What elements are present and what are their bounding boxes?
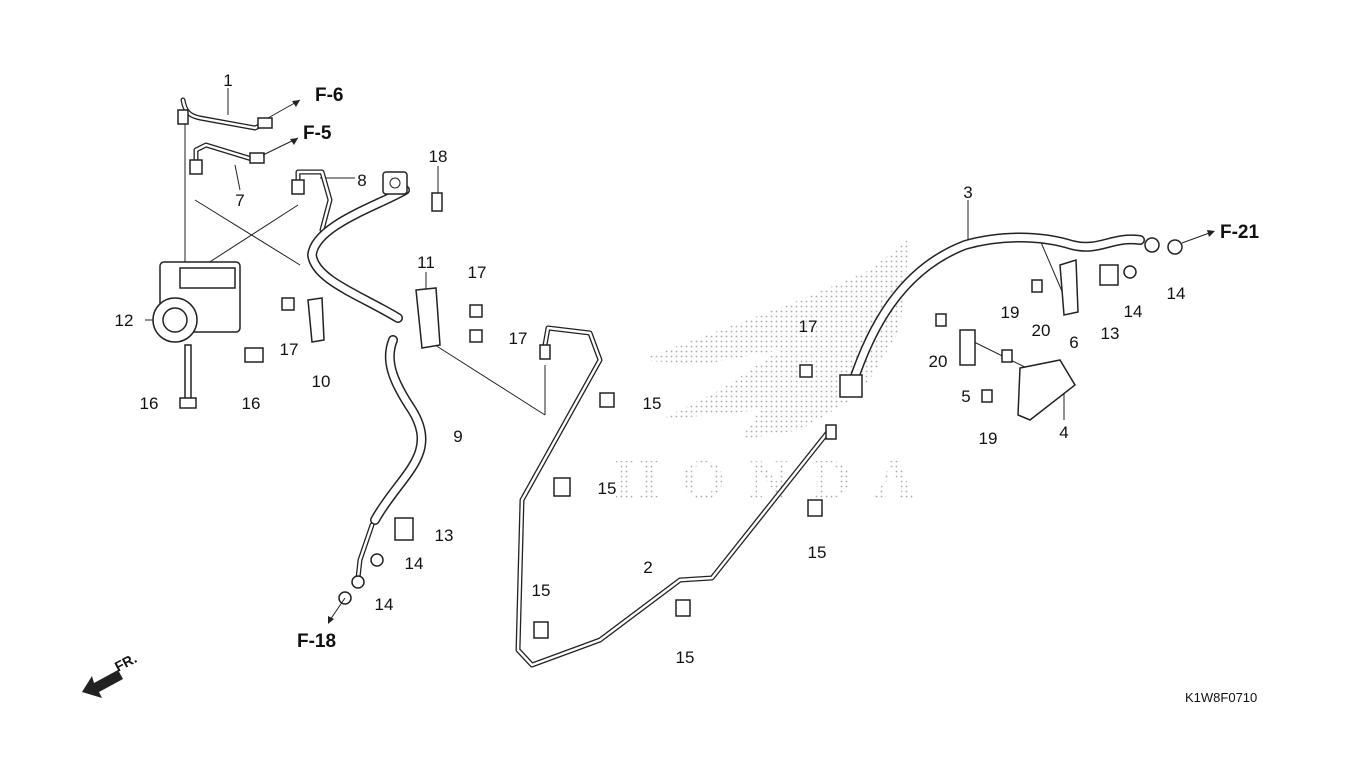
ref-f18: F-18 <box>297 631 336 652</box>
brake-hose-3 <box>839 232 1160 398</box>
label-16: 16 <box>140 394 159 413</box>
small-parts <box>281 192 1183 639</box>
label-20: 20 <box>1032 321 1051 340</box>
honda-watermark: HONDA <box>615 238 916 511</box>
part-labels: 1 7 8 18 3 14 14 13 20 6 19 20 5 19 4 17… <box>115 71 1186 667</box>
brake-pipe-1 <box>177 97 273 131</box>
label-14: 14 <box>1124 302 1143 321</box>
label-6: 6 <box>1069 333 1078 352</box>
brake-hose-upper <box>306 171 410 323</box>
label-15: 15 <box>643 394 662 413</box>
label-17: 17 <box>468 263 487 282</box>
brake-pipe-7 <box>189 142 265 175</box>
label-11: 11 <box>417 253 435 272</box>
label-14: 14 <box>1167 284 1186 303</box>
label-1: 1 <box>223 71 232 90</box>
label-19: 19 <box>1001 303 1020 322</box>
label-4: 4 <box>1059 423 1068 442</box>
honda-watermark-text: HONDA <box>615 449 916 511</box>
brake-hose-9 <box>351 335 427 589</box>
ref-f21: F-21 <box>1220 222 1260 243</box>
diagram-code: K1W8F0710 <box>1185 690 1257 705</box>
label-17: 17 <box>799 317 818 336</box>
label-12: 12 <box>115 311 134 330</box>
abs-modulator-12 <box>152 261 264 409</box>
label-16: 16 <box>242 394 261 413</box>
ref-f5: F-5 <box>303 123 332 144</box>
label-3: 3 <box>963 183 972 202</box>
label-19: 19 <box>979 429 998 448</box>
label-9: 9 <box>453 427 462 446</box>
label-18: 18 <box>429 147 448 166</box>
label-15: 15 <box>532 581 551 600</box>
label-2: 2 <box>643 558 652 577</box>
label-20: 20 <box>929 352 948 371</box>
brake-pipe-8 <box>291 169 333 233</box>
label-15: 15 <box>676 648 695 667</box>
label-13: 13 <box>1101 324 1120 343</box>
label-17: 17 <box>280 340 299 359</box>
front-label: FR. <box>112 650 139 675</box>
brake-pipe-2 <box>515 325 837 668</box>
label-10: 10 <box>312 372 331 391</box>
label-15: 15 <box>808 543 827 562</box>
label-14: 14 <box>375 595 394 614</box>
label-5: 5 <box>961 387 970 406</box>
label-14: 14 <box>405 554 424 573</box>
label-15: 15 <box>598 479 617 498</box>
label-13: 13 <box>435 526 454 545</box>
label-8: 8 <box>357 171 366 190</box>
label-7: 7 <box>235 191 244 210</box>
ref-f6: F-6 <box>315 85 344 106</box>
label-17: 17 <box>509 329 528 348</box>
front-direction-arrow: FR. <box>82 650 139 698</box>
reference-arrows <box>262 99 1215 624</box>
